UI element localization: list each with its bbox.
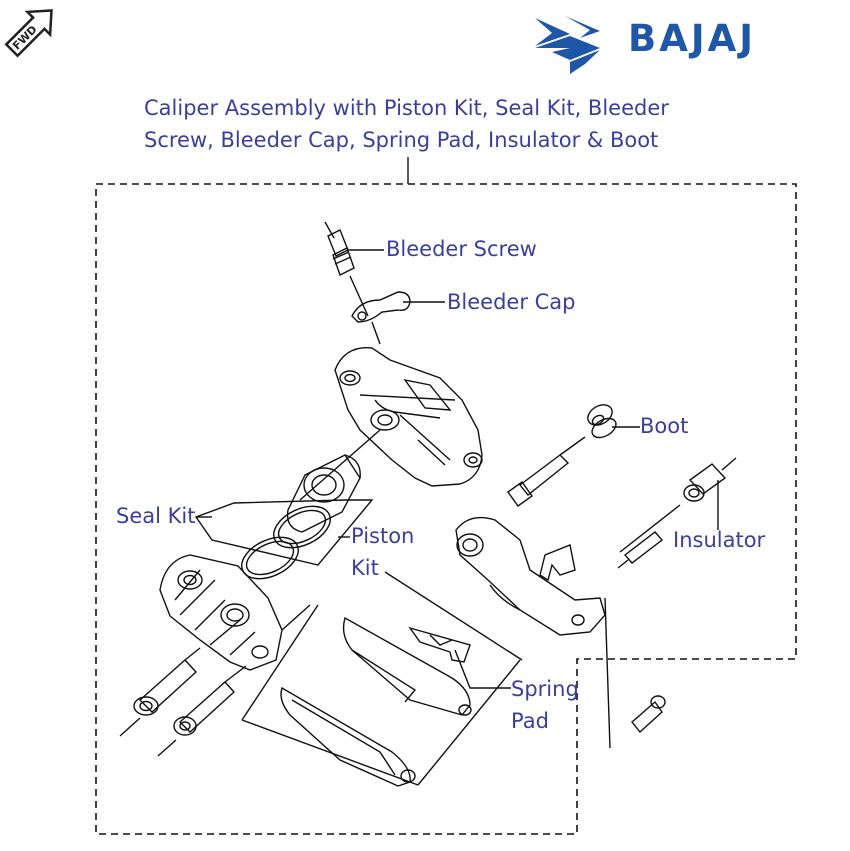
piston-kit-label-line2: Kit — [351, 556, 379, 580]
boot-label: Boot — [640, 414, 689, 438]
caliper-bolts-part — [119, 647, 247, 757]
assembly-boundary — [95, 183, 797, 835]
caliper-bracket-part — [455, 516, 606, 636]
assembly-title: Caliper Assembly with Piston Kit, Seal K… — [144, 96, 669, 152]
pad-clip-part — [539, 544, 576, 582]
bracket-bolt-part — [604, 597, 666, 749]
brake-pad-part — [280, 616, 472, 787]
spring-pad-part — [408, 626, 471, 663]
brand-logo: BAJAJ — [530, 8, 845, 78]
bleeder-screw-label: Bleeder Screw — [386, 237, 537, 261]
bleeder-cap-label: Bleeder Cap — [447, 290, 576, 314]
bajaj-emblem-icon — [535, 16, 600, 74]
seal-ring-part — [241, 505, 331, 580]
bleeder-screw-part — [324, 221, 369, 317]
spring-pad-leader — [454, 649, 511, 689]
caliper-axis-line — [299, 429, 381, 501]
slide-pin-part — [507, 436, 664, 569]
caliper-body-part — [334, 346, 483, 487]
outer-caliper-part — [159, 554, 311, 671]
boot-part — [587, 404, 617, 439]
brand-name: BAJAJ — [628, 17, 757, 60]
pad-frame-line — [241, 571, 523, 786]
fwd-arrow-badge: FWD — [0, 0, 62, 62]
seal-kit-bracket — [194, 499, 374, 566]
insulator-label: Insulator — [673, 528, 766, 552]
spring-pad-label-line1: Spring — [511, 677, 579, 701]
seal-kit-label: Seal Kit — [116, 504, 196, 528]
insulator-part — [619, 457, 737, 553]
piston-part — [286, 454, 361, 533]
spring-pad-label-line2: Pad — [511, 709, 549, 733]
piston-kit-label-line1: Piston — [351, 524, 415, 548]
